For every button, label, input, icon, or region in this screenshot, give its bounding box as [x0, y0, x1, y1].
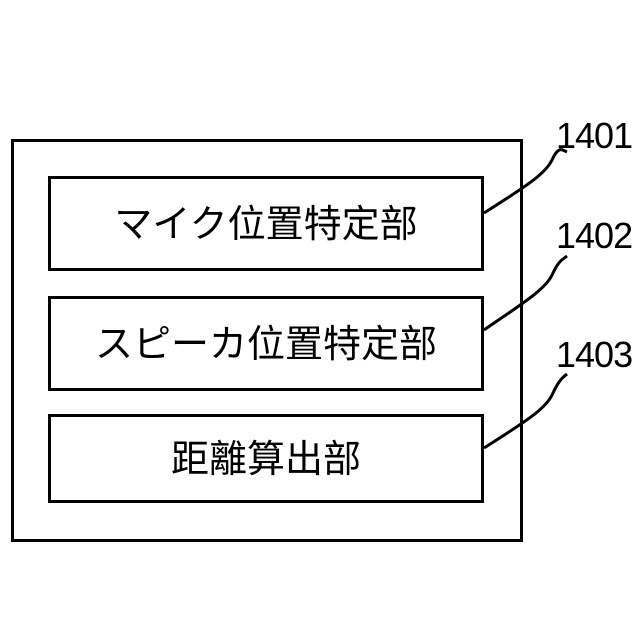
mic-position-block: マイク位置特定部	[48, 176, 484, 271]
reference-numeral-1402: 1402	[556, 218, 632, 254]
reference-numeral-1401: 1401	[556, 118, 632, 154]
distance-calc-label: 距離算出部	[171, 440, 361, 478]
mic-position-label: マイク位置特定部	[114, 205, 417, 243]
speaker-position-block: スピーカ位置特定部	[48, 296, 484, 391]
distance-calc-block: 距離算出部	[48, 414, 484, 503]
speaker-position-label: スピーカ位置特定部	[95, 325, 437, 363]
reference-numeral-1403: 1403	[556, 337, 632, 373]
